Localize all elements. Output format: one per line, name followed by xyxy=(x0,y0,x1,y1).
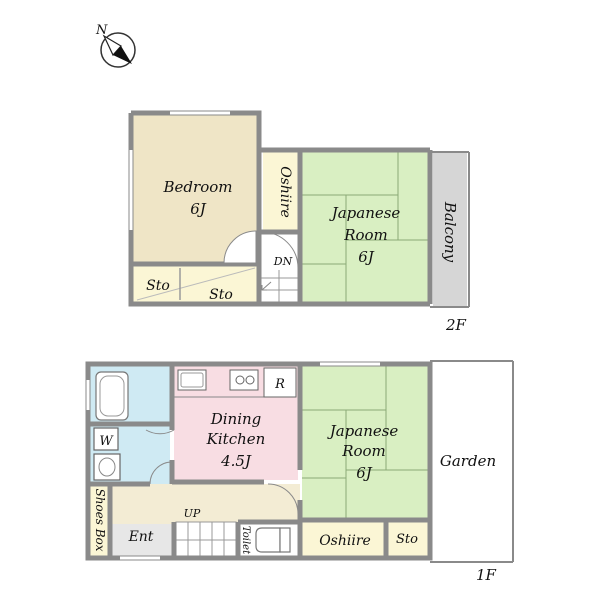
bedroom-door-swing xyxy=(223,230,257,264)
japanese-room-1f-size: 6J xyxy=(356,464,373,482)
japanese-room-1f-name-1: Japanese xyxy=(327,422,399,440)
japanese-room-2f-size: 6J xyxy=(358,248,375,266)
kitchen-sink-basin xyxy=(180,372,204,388)
toilet-tank xyxy=(279,527,291,553)
kitchen-size: 4.5J xyxy=(220,452,252,470)
jroom-1f-door-swing xyxy=(267,483,299,515)
windows-1f xyxy=(86,362,380,560)
jroom-door-swing xyxy=(261,231,299,269)
oshiire-2f-fill xyxy=(263,150,298,230)
entrance-fill xyxy=(110,524,172,556)
compass-icon: N xyxy=(95,23,136,68)
windows-2f xyxy=(129,111,230,230)
window-frames-2f xyxy=(128,110,230,230)
burner-left-icon xyxy=(235,375,245,385)
storage-right-label: Sto xyxy=(209,287,233,303)
bathtub-basin xyxy=(99,375,125,417)
washroom-door-swing xyxy=(149,461,173,485)
oshiire-1f-label: Oshiire xyxy=(319,533,371,549)
japanese-room-1f-fill xyxy=(302,366,428,519)
storage-diagonal xyxy=(136,267,256,301)
burner-right-icon xyxy=(245,375,255,385)
floor-2: Bedroom 6J Oshiire Japanese Room 6J Balc… xyxy=(128,110,470,334)
shoes-box-label: Shoes Box xyxy=(93,488,107,551)
bath-door-swing xyxy=(145,429,175,435)
stairs-up-label: UP xyxy=(184,507,201,520)
stair-arrow-icon xyxy=(261,281,272,291)
kitchen-name-2: Kitchen xyxy=(206,430,266,448)
walls-1f xyxy=(85,361,433,561)
window-frames-1f xyxy=(85,361,380,561)
japanese-room-1f-name-2: Room xyxy=(341,442,386,460)
storage-1f-fill xyxy=(388,522,428,556)
storage-left-label: Sto xyxy=(146,278,170,294)
stairs-2f xyxy=(261,270,298,304)
fridge-label: R xyxy=(274,377,285,392)
shoes-box-fill xyxy=(90,484,110,556)
tatami-lines-1f xyxy=(302,366,428,519)
japanese-room-2f-name-2: Room xyxy=(343,226,388,244)
garden-fill xyxy=(431,361,513,562)
toilet-icon xyxy=(255,527,281,553)
floor-1: W R xyxy=(85,360,514,584)
japanese-room-2f-fill xyxy=(302,150,428,304)
sink-basin xyxy=(98,457,116,477)
corridor-fill xyxy=(110,484,300,524)
bedroom-size: 6J xyxy=(190,200,207,218)
oshiire-2f-label: Oshiire xyxy=(277,166,293,218)
kitchen-name-1: Dining xyxy=(210,410,262,428)
tatami-lines-2f xyxy=(302,150,428,304)
washer-label: W xyxy=(99,434,114,449)
floor-2-label: 2F xyxy=(445,316,467,334)
bedroom-name: Bedroom xyxy=(163,178,233,196)
stairs-1f xyxy=(175,521,237,557)
garden-border xyxy=(430,360,514,563)
japanese-room-2f-name-1: Japanese xyxy=(329,204,401,222)
compass-needle-dark xyxy=(113,46,132,64)
fridge-icon xyxy=(263,367,297,398)
garden-label: Garden xyxy=(440,452,496,470)
storage-1f-label: Sto xyxy=(396,532,418,547)
toilet-label: Toilet xyxy=(240,526,251,555)
balcony-fill xyxy=(433,152,467,307)
stairs-down-label: DN xyxy=(273,255,293,268)
washer-icon xyxy=(93,427,119,451)
floor-1-label: 1F xyxy=(476,566,497,584)
entrance-label: Ent xyxy=(128,529,154,545)
balcony-rail xyxy=(430,151,470,308)
balcony-label: Balcony xyxy=(441,201,459,263)
compass-north-label: N xyxy=(95,23,108,38)
oshiire-1f-fill xyxy=(302,522,384,556)
